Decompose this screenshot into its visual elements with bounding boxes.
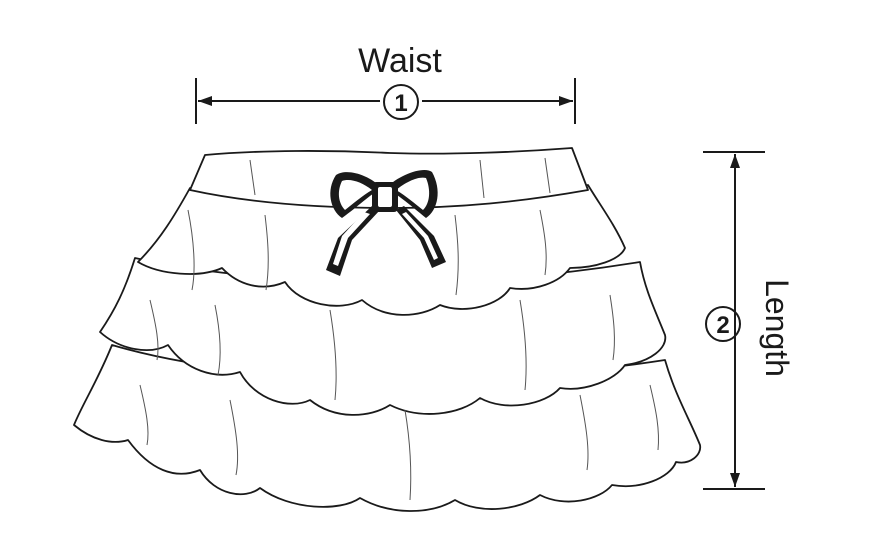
waist-dimension: Waist 1 [195,42,576,124]
length-label: Length [759,279,795,377]
waist-number: 1 [394,90,407,117]
waist-number-circle [383,84,419,120]
waist-label: Waist [358,42,442,80]
length-dimension: 2 Length [703,151,795,490]
skirt-illustration [73,147,702,512]
skirt-waistband [189,147,589,209]
waist-arrow-left [198,96,212,106]
bow-decoration [326,169,446,276]
length-number: 2 [716,312,729,339]
waist-arrow-right [559,96,573,106]
length-arrow-top [730,154,740,168]
fabric-folds [139,157,659,501]
length-arrow-bottom [730,473,740,487]
length-number-circle [705,306,741,342]
